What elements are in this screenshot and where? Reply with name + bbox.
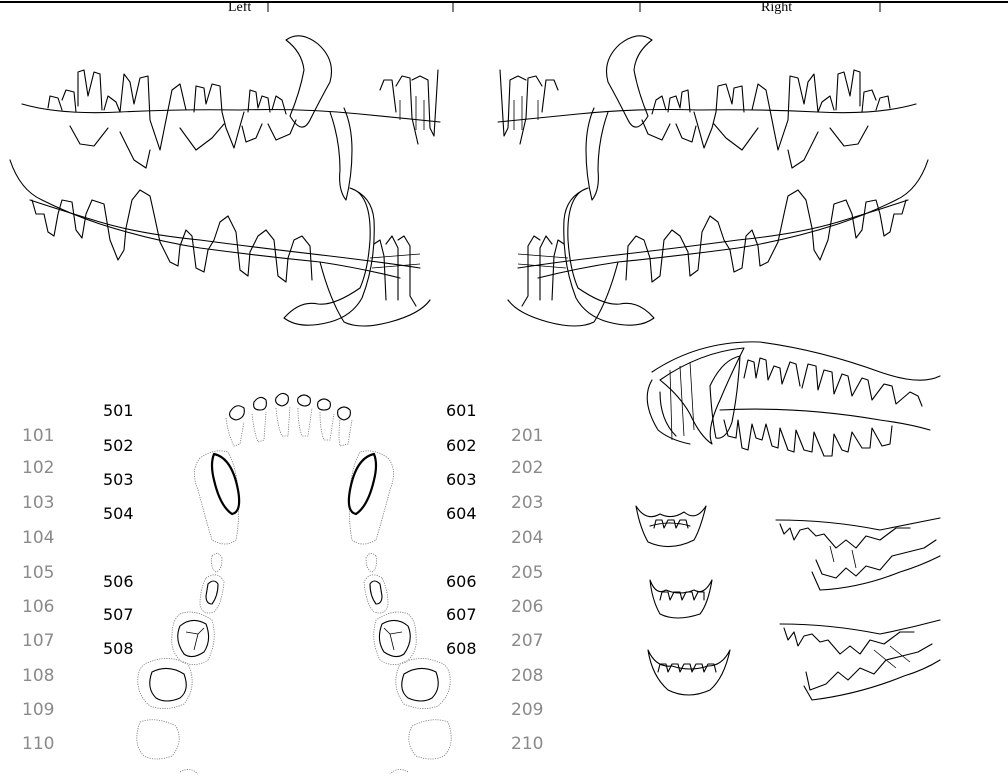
tooth-number: 607 [446,606,477,624]
left-label: Left [228,0,251,16]
jaw-side-views [776,518,940,700]
occlusal-view [137,393,451,774]
tooth-number: 602 [446,437,477,455]
tooth-number: 504 [103,505,134,523]
tooth-number: 105 [22,564,54,582]
tooth-number: 507 [103,606,134,624]
tooth-number: 208 [511,667,543,685]
tooth-number: 203 [511,494,543,512]
tooth-number: 102 [22,459,54,477]
header-rule [0,2,1008,12]
tooth-number: 210 [511,735,543,753]
tooth-number: 209 [511,701,543,719]
tooth-number: 107 [22,632,54,650]
oblique-view [647,342,940,456]
tooth-number: 503 [103,471,134,489]
right-lateral-view [498,36,928,326]
tooth-number: 608 [446,640,477,658]
tooth-number: 106 [22,598,54,616]
tooth-number: 206 [511,598,543,616]
tooth-number: 108 [22,667,54,685]
tooth-number: 104 [22,529,54,547]
tooth-number: 501 [103,402,134,420]
left-lateral-view [10,36,440,326]
tooth-number: 101 [22,427,54,445]
tooth-number: 204 [511,529,543,547]
tooth-number: 202 [511,459,543,477]
right-label: Right [761,0,792,16]
tooth-number: 502 [103,437,134,455]
tooth-number: 508 [103,640,134,658]
tooth-number: 506 [103,573,134,591]
tooth-number: 109 [22,701,54,719]
tooth-number: 606 [446,573,477,591]
tooth-number: 601 [446,402,477,420]
tooth-number: 110 [22,735,54,753]
tooth-number: 201 [511,427,543,445]
tooth-number: 603 [446,471,477,489]
front-views [636,506,730,695]
tooth-number: 205 [511,564,543,582]
tooth-number: 604 [446,505,477,523]
tooth-number: 207 [511,632,543,650]
tooth-number: 103 [22,494,54,512]
incisor-row [226,393,352,446]
